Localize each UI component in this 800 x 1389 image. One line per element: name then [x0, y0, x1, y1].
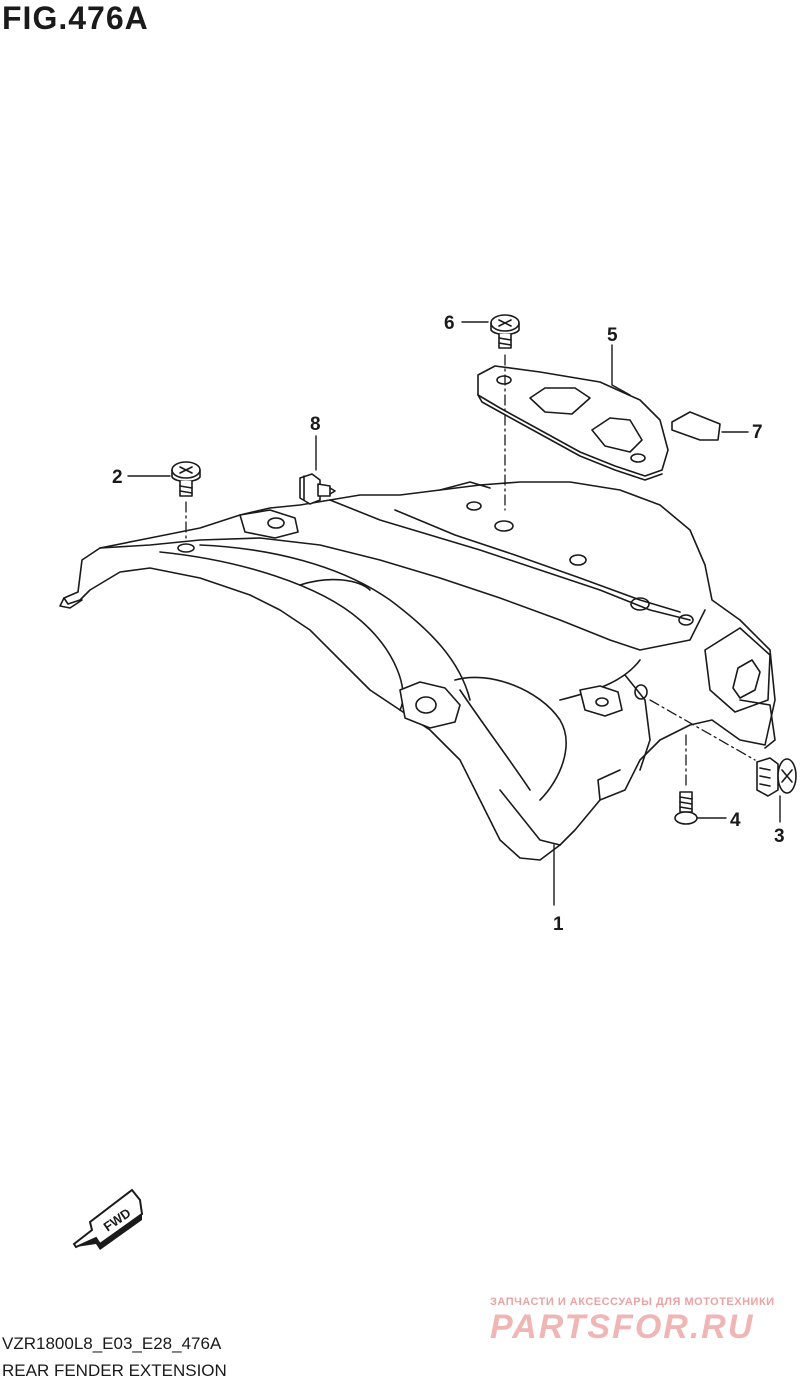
- callout-4: 4: [730, 810, 741, 831]
- screw-3-part: [756, 757, 797, 797]
- callout-7: 7: [752, 422, 763, 443]
- screw-4-part: [674, 791, 698, 825]
- callout-8: 8: [310, 414, 321, 435]
- watermark-tagline: ЗАПЧАСТИ И АКСЕССУАРЫ ДЛЯ МОТОТЕХНИКИ: [490, 1296, 775, 1308]
- callout-3: 3: [774, 826, 785, 847]
- figure-code: VZR1800L8_E03_E28_476A: [2, 1334, 222, 1353]
- screw-2-part: [171, 461, 201, 497]
- callout-2: 2: [112, 467, 123, 488]
- callout-5: 5: [607, 325, 618, 346]
- figure-title: FIG.476A: [2, 0, 149, 36]
- callout-6: 6: [444, 313, 455, 334]
- watermark-logo: PARTSFOR.RU: [490, 1308, 755, 1346]
- rear-fender-extension-part: [59, 481, 776, 861]
- bracket-plate-part: [477, 365, 669, 481]
- callout-1: 1: [553, 914, 564, 935]
- fwd-arrow-icon: FWD: [72, 1188, 144, 1250]
- pad-part: [671, 411, 721, 441]
- figure-name: REAR FENDER EXTENSION: [2, 1361, 227, 1380]
- leader-lines: [127, 321, 781, 906]
- screw-6-part: [490, 314, 520, 349]
- screw-8-part: [299, 473, 336, 505]
- assembly-centerlines: [185, 354, 756, 789]
